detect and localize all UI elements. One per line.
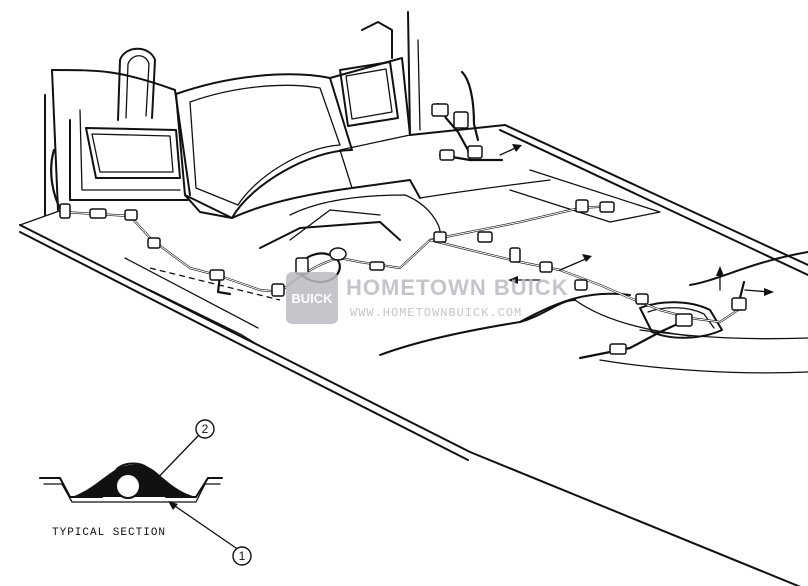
callout-2: 2 xyxy=(146,419,215,492)
right-seat-back xyxy=(329,11,421,151)
floor-pan xyxy=(19,124,808,586)
callout-1-circle xyxy=(232,546,252,566)
watermark-brand: HOMETOWN BUICK xyxy=(346,275,569,300)
wire-cross-section xyxy=(115,473,141,499)
typical-section-inset: TYPICAL SECTION xyxy=(39,462,223,539)
callout-1: 1 xyxy=(168,501,252,566)
callout-2-circle xyxy=(195,419,215,439)
callout-1-number: 1 xyxy=(239,549,246,563)
watermark-url: WWW.HOMETOWNBUICK.COM xyxy=(350,306,522,320)
buick-logo-icon xyxy=(286,272,338,324)
hometown-buick-watermark: BUICK HOMETOWN BUICK WWW.HOMETOWNBUICK.C… xyxy=(286,272,569,324)
callout-2-number: 2 xyxy=(202,422,209,436)
harness-clips xyxy=(59,103,747,355)
center-console-panel xyxy=(175,73,353,219)
left-seat-back xyxy=(44,47,191,216)
direction-arrows xyxy=(499,144,774,296)
inset-caption: TYPICAL SECTION xyxy=(52,527,166,539)
watermark-logo-text: BUICK xyxy=(291,291,333,306)
